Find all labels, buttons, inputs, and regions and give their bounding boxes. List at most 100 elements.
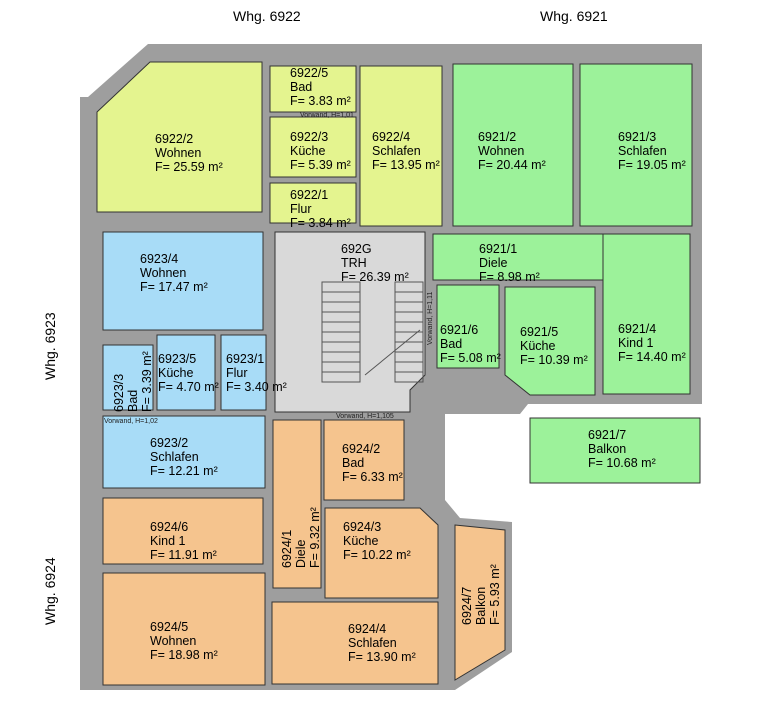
- room-id: 6923/4: [140, 252, 179, 266]
- room-name: Flur: [290, 202, 312, 216]
- room-id: 6924/6: [150, 520, 189, 534]
- room-6923-5[interactable]: [156, 334, 216, 411]
- room-6922-2[interactable]: [96, 61, 263, 213]
- room-6921-4[interactable]: [602, 233, 691, 395]
- room-name: Küche: [158, 366, 194, 380]
- room-6922-4[interactable]: [359, 65, 443, 227]
- room-id: 692G: [341, 242, 372, 256]
- room-id: 6921/5: [520, 325, 559, 339]
- room-6921-2[interactable]: [452, 63, 574, 227]
- room-6922-1[interactable]: [269, 182, 357, 224]
- room-6921-3[interactable]: [579, 63, 693, 227]
- room-id: 6922/5: [290, 66, 329, 80]
- unit-label-6922: Whg. 6922: [233, 8, 301, 24]
- room-area: F= 3.84 m²: [290, 216, 351, 230]
- unit-label-6921: Whg. 6921: [540, 8, 608, 24]
- room-6922-5[interactable]: [269, 65, 357, 113]
- room-area: F= 14.40 m²: [618, 350, 686, 364]
- room-6921-5[interactable]: [504, 286, 596, 396]
- room-name: Balkon: [588, 442, 627, 456]
- room-6924-3[interactable]: [324, 507, 439, 599]
- room-name: Küche: [343, 534, 379, 548]
- room-name: Schlafen: [150, 450, 199, 464]
- note-vorwand-4: Vorwand, H=1,105: [336, 413, 394, 420]
- room-id: 6923/3: [112, 373, 126, 412]
- room-id: 6923/1: [226, 352, 265, 366]
- room-name: Bad: [342, 456, 365, 470]
- room-name: Kind 1: [618, 336, 654, 350]
- room-6924-1[interactable]: [272, 419, 322, 589]
- room-id: 6921/2: [478, 130, 517, 144]
- room-area: F= 4.70 m²: [158, 380, 219, 394]
- room-area: F= 10.22 m²: [343, 548, 411, 562]
- room-6924-6[interactable]: [102, 497, 264, 565]
- room-name: Balkon: [474, 586, 488, 625]
- room-name: Bad: [126, 389, 140, 412]
- note-vorwand-2: Vorwand, H=1,02: [104, 418, 158, 425]
- room-name: Wohnen: [150, 634, 197, 648]
- room-area: F= 8.98 m²: [479, 270, 540, 284]
- room-id: 6921/7: [588, 428, 627, 442]
- room-area: F= 25.59 m²: [155, 160, 223, 174]
- room-area: F= 19.05 m²: [618, 158, 686, 172]
- room-area: F= 10.39 m²: [520, 353, 588, 367]
- room-name: Schlafen: [372, 144, 421, 158]
- room-6924-7[interactable]: [454, 524, 506, 681]
- unit-label-6923: Whg. 6923: [42, 312, 58, 380]
- room-6923-3[interactable]: [102, 344, 154, 411]
- room-name: Bad: [290, 80, 313, 94]
- note-vorwand-1: Vorwand, H=1,01: [300, 112, 354, 119]
- room-6923-1[interactable]: [220, 334, 267, 411]
- room-6924-4[interactable]: [271, 601, 439, 685]
- room-id: 6922/4: [372, 130, 411, 144]
- room-area: F= 3.39 m²: [140, 351, 154, 412]
- room-id: 6921/3: [618, 130, 657, 144]
- room-area: F= 13.95 m²: [372, 158, 440, 172]
- room-area: F= 9.32 m²: [308, 507, 322, 568]
- room-6922-3[interactable]: [269, 116, 357, 178]
- room-name: Wohnen: [478, 144, 525, 158]
- room-area: F= 10.68 m²: [588, 456, 656, 470]
- room-name: Schlafen: [618, 144, 667, 158]
- room-6924-2[interactable]: [323, 419, 405, 501]
- room-id: 6921/6: [440, 323, 479, 337]
- room-6921-7[interactable]: [529, 417, 701, 484]
- room-area: F= 6.33 m²: [342, 470, 403, 484]
- room-6923-2[interactable]: [102, 415, 266, 489]
- room-area: F= 11.91 m²: [150, 548, 217, 562]
- room-area: F= 5.08 m²: [440, 351, 501, 365]
- room-id: 6921/1: [479, 242, 518, 256]
- room-area: F= 3.83 m²: [290, 94, 351, 108]
- room-6921-6[interactable]: [436, 284, 500, 369]
- room-name: Flur: [226, 366, 248, 380]
- room-area: F= 26.39 m²: [341, 270, 409, 284]
- room-area: F= 18.98 m²: [150, 648, 218, 662]
- room-6924-5[interactable]: [102, 572, 266, 686]
- room-name: Diele: [479, 256, 508, 270]
- room-id: 6924/4: [348, 622, 387, 636]
- room-name: Schlafen: [348, 636, 397, 650]
- room-6923-4[interactable]: [102, 231, 264, 331]
- room-id: 6922/2: [155, 132, 194, 146]
- room-name: Küche: [290, 144, 326, 158]
- unit-label-6924: Whg. 6924: [42, 557, 58, 625]
- room-id: 6923/5: [158, 352, 197, 366]
- room-name: Bad: [440, 337, 463, 351]
